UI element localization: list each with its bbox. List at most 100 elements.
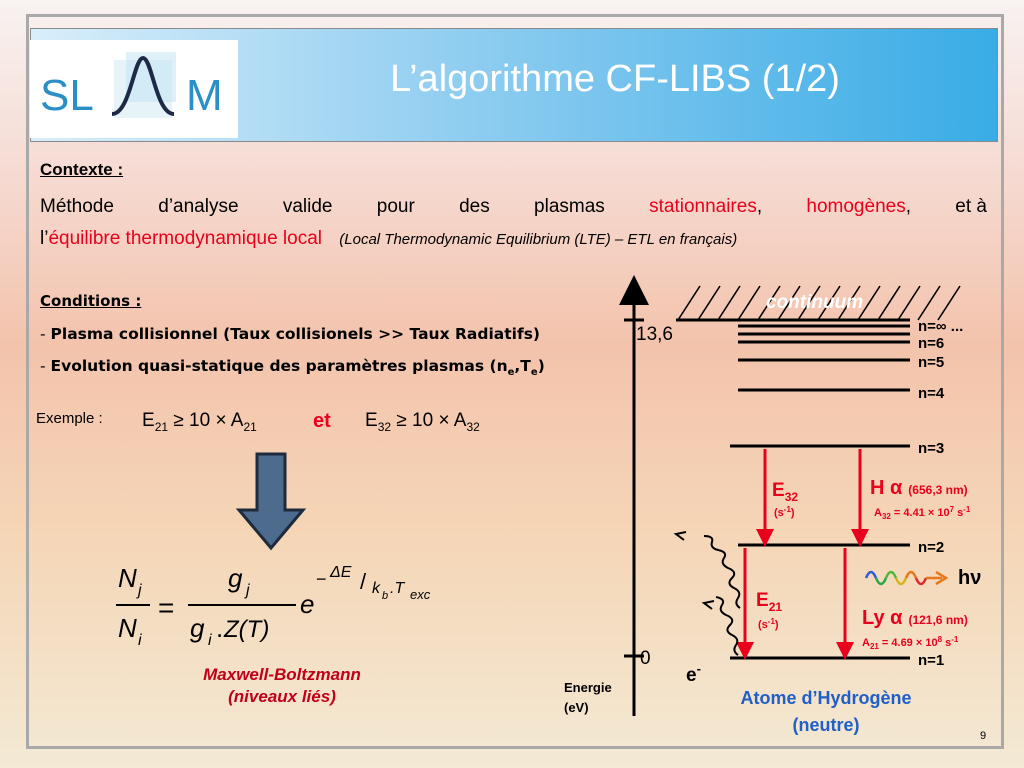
formula-symbol: −: [316, 569, 327, 589]
homogeneous-keyword: homogènes: [806, 196, 906, 217]
gaussian-peak-logo-icon: [111, 52, 176, 118]
excitation-squiggle: [703, 535, 741, 609]
maxwell-boltzmann-caption: Maxwell-Boltzmann (niveaux liés): [152, 664, 412, 708]
logo-text-right: M: [186, 71, 223, 120]
axis-label: (eV): [564, 700, 589, 715]
formula-symbol: N: [118, 563, 137, 593]
subscript: e: [507, 367, 515, 379]
boltzmann-formula: N j N i = g j g i . Z(T) e − ΔE / k b .T…: [116, 563, 431, 649]
hydrogen-energy-diagram: 13,6 0 Energie (eV) continuum n=∞ ... n=…: [564, 275, 981, 735]
condition-1: - Plasma collisionnel (Taux collisionels…: [40, 325, 540, 343]
level-label-n3: n=3: [918, 440, 944, 457]
lte-note: (Local Thermodynamic Equilibrium (LTE) –…: [339, 231, 738, 248]
formula-subscript: j: [244, 582, 250, 599]
subscript: 32: [377, 419, 392, 434]
formula-symbol: ΔE: [329, 564, 352, 581]
atom-caption-line2: (neutre): [793, 715, 860, 735]
level-label-n4: n=4: [918, 385, 945, 402]
tick-label-0: 0: [640, 648, 651, 669]
bullet-dash: -: [40, 357, 51, 375]
subscript: 21: [243, 419, 257, 434]
formula-symbol: .T: [390, 580, 405, 597]
h-alpha-label: H α(656,3 nm): [870, 477, 968, 499]
condition-2-text: ,T: [514, 357, 531, 375]
ly-alpha-label: Ly α(121,6 nm): [862, 607, 968, 629]
punctuation: ,: [756, 196, 763, 217]
subscript: e: [530, 367, 538, 379]
context-line-1: Méthode d’analyse valide pour des plasma…: [40, 196, 987, 218]
formula-symbol: g: [228, 563, 243, 593]
e32-unit: (s-1): [774, 505, 795, 519]
subscript: 32: [466, 419, 480, 434]
formula-symbol: Z(T): [223, 616, 269, 643]
down-arrow-icon: [235, 452, 307, 551]
eq-text: ≥ 10 × A: [168, 410, 244, 431]
word: valide: [282, 196, 333, 217]
example-label: Exemple :: [36, 410, 103, 427]
word: plasmas: [534, 196, 605, 217]
formula-subscript: i: [208, 632, 212, 649]
e21-label: E21: [756, 590, 782, 614]
continuum-label: continuum: [766, 292, 863, 313]
example-equation-2: E32 ≥ 10 × A32: [365, 410, 480, 434]
word: des: [459, 196, 490, 217]
slide-title: L’algorithme CF-LIBS (1/2): [390, 58, 840, 100]
context-heading: Contexte :: [40, 160, 124, 179]
squiggle-arrowhead: [701, 600, 715, 610]
h-alpha-coefficient: A32 = 4.41 × 107 s-1: [874, 505, 971, 521]
ly-alpha-coefficient: A21 = 4.69 × 108 s-1: [862, 635, 959, 651]
slide-frame: [26, 14, 1004, 749]
equilibrium-keyword: équilibre thermodynamique local: [48, 228, 322, 249]
atom-caption-line1: Atome d’Hydrogène: [740, 688, 911, 708]
caption-line: Maxwell-Boltzmann: [203, 665, 361, 684]
logo-text-left: SL: [40, 71, 94, 120]
condition-1-text: Plasma collisionnel (Taux collisionels >…: [50, 325, 541, 343]
eq-text: E: [142, 410, 155, 431]
condition-2: - Evolution quasi-statique des paramètre…: [40, 357, 545, 378]
conditions-heading: Conditions :: [40, 292, 142, 310]
level-label-n5: n=5: [918, 354, 944, 371]
level-label-n6: n=6: [918, 335, 944, 352]
formula-symbol: g: [190, 613, 205, 643]
axis-label: Energie: [564, 680, 612, 695]
slam-logo: SL M: [30, 40, 238, 138]
formula-symbol: N: [118, 613, 137, 643]
punctuation: ,: [905, 196, 911, 217]
formula-subscript: i: [138, 632, 142, 649]
stationary-keyword: stationnaires: [649, 196, 757, 217]
electron-label: e-: [686, 661, 701, 686]
photon-wave-icon: [864, 570, 949, 586]
word: Méthode: [40, 196, 114, 217]
squiggle-arrowhead: [673, 531, 687, 541]
formula-subscript: exc: [410, 587, 431, 602]
formula-subscript: b: [382, 590, 388, 602]
et-a-text: et à: [955, 196, 987, 217]
caption-line: (niveaux liés): [228, 687, 336, 706]
formula-subscript: j: [136, 582, 142, 599]
formula-symbol: e: [300, 589, 314, 619]
level-label-ninf: n=∞ ...: [918, 318, 963, 335]
formula-symbol: k: [372, 580, 381, 597]
formula-symbol: =: [158, 592, 174, 623]
photon-label: hν: [958, 567, 981, 589]
formula-symbol: /: [360, 569, 367, 594]
example-equation-1: E21 ≥ 10 × A21: [142, 410, 257, 434]
condition-2-text: Evolution quasi-statique des paramètres …: [50, 357, 508, 375]
excitation-squiggle: [715, 596, 739, 656]
l-prefix: l’: [40, 228, 49, 249]
condition-2-text: ): [537, 357, 545, 375]
word: d’analyse: [158, 196, 239, 217]
e32-label: E32: [772, 480, 798, 504]
example-et: et: [313, 410, 331, 432]
eq-text: ≥ 10 × A: [391, 410, 467, 431]
subscript: 21: [154, 419, 169, 434]
level-label-n1: n=1: [918, 652, 944, 669]
bullet-dash: -: [40, 325, 51, 343]
slam-logo-graphic: SL M: [40, 52, 223, 120]
word: pour: [376, 196, 415, 217]
level-label-n2: n=2: [918, 539, 944, 556]
eq-text: E: [365, 410, 378, 431]
e21-unit: (s-1): [758, 617, 779, 631]
continuum-hatch: [677, 285, 961, 321]
page-number: 9: [980, 730, 987, 742]
